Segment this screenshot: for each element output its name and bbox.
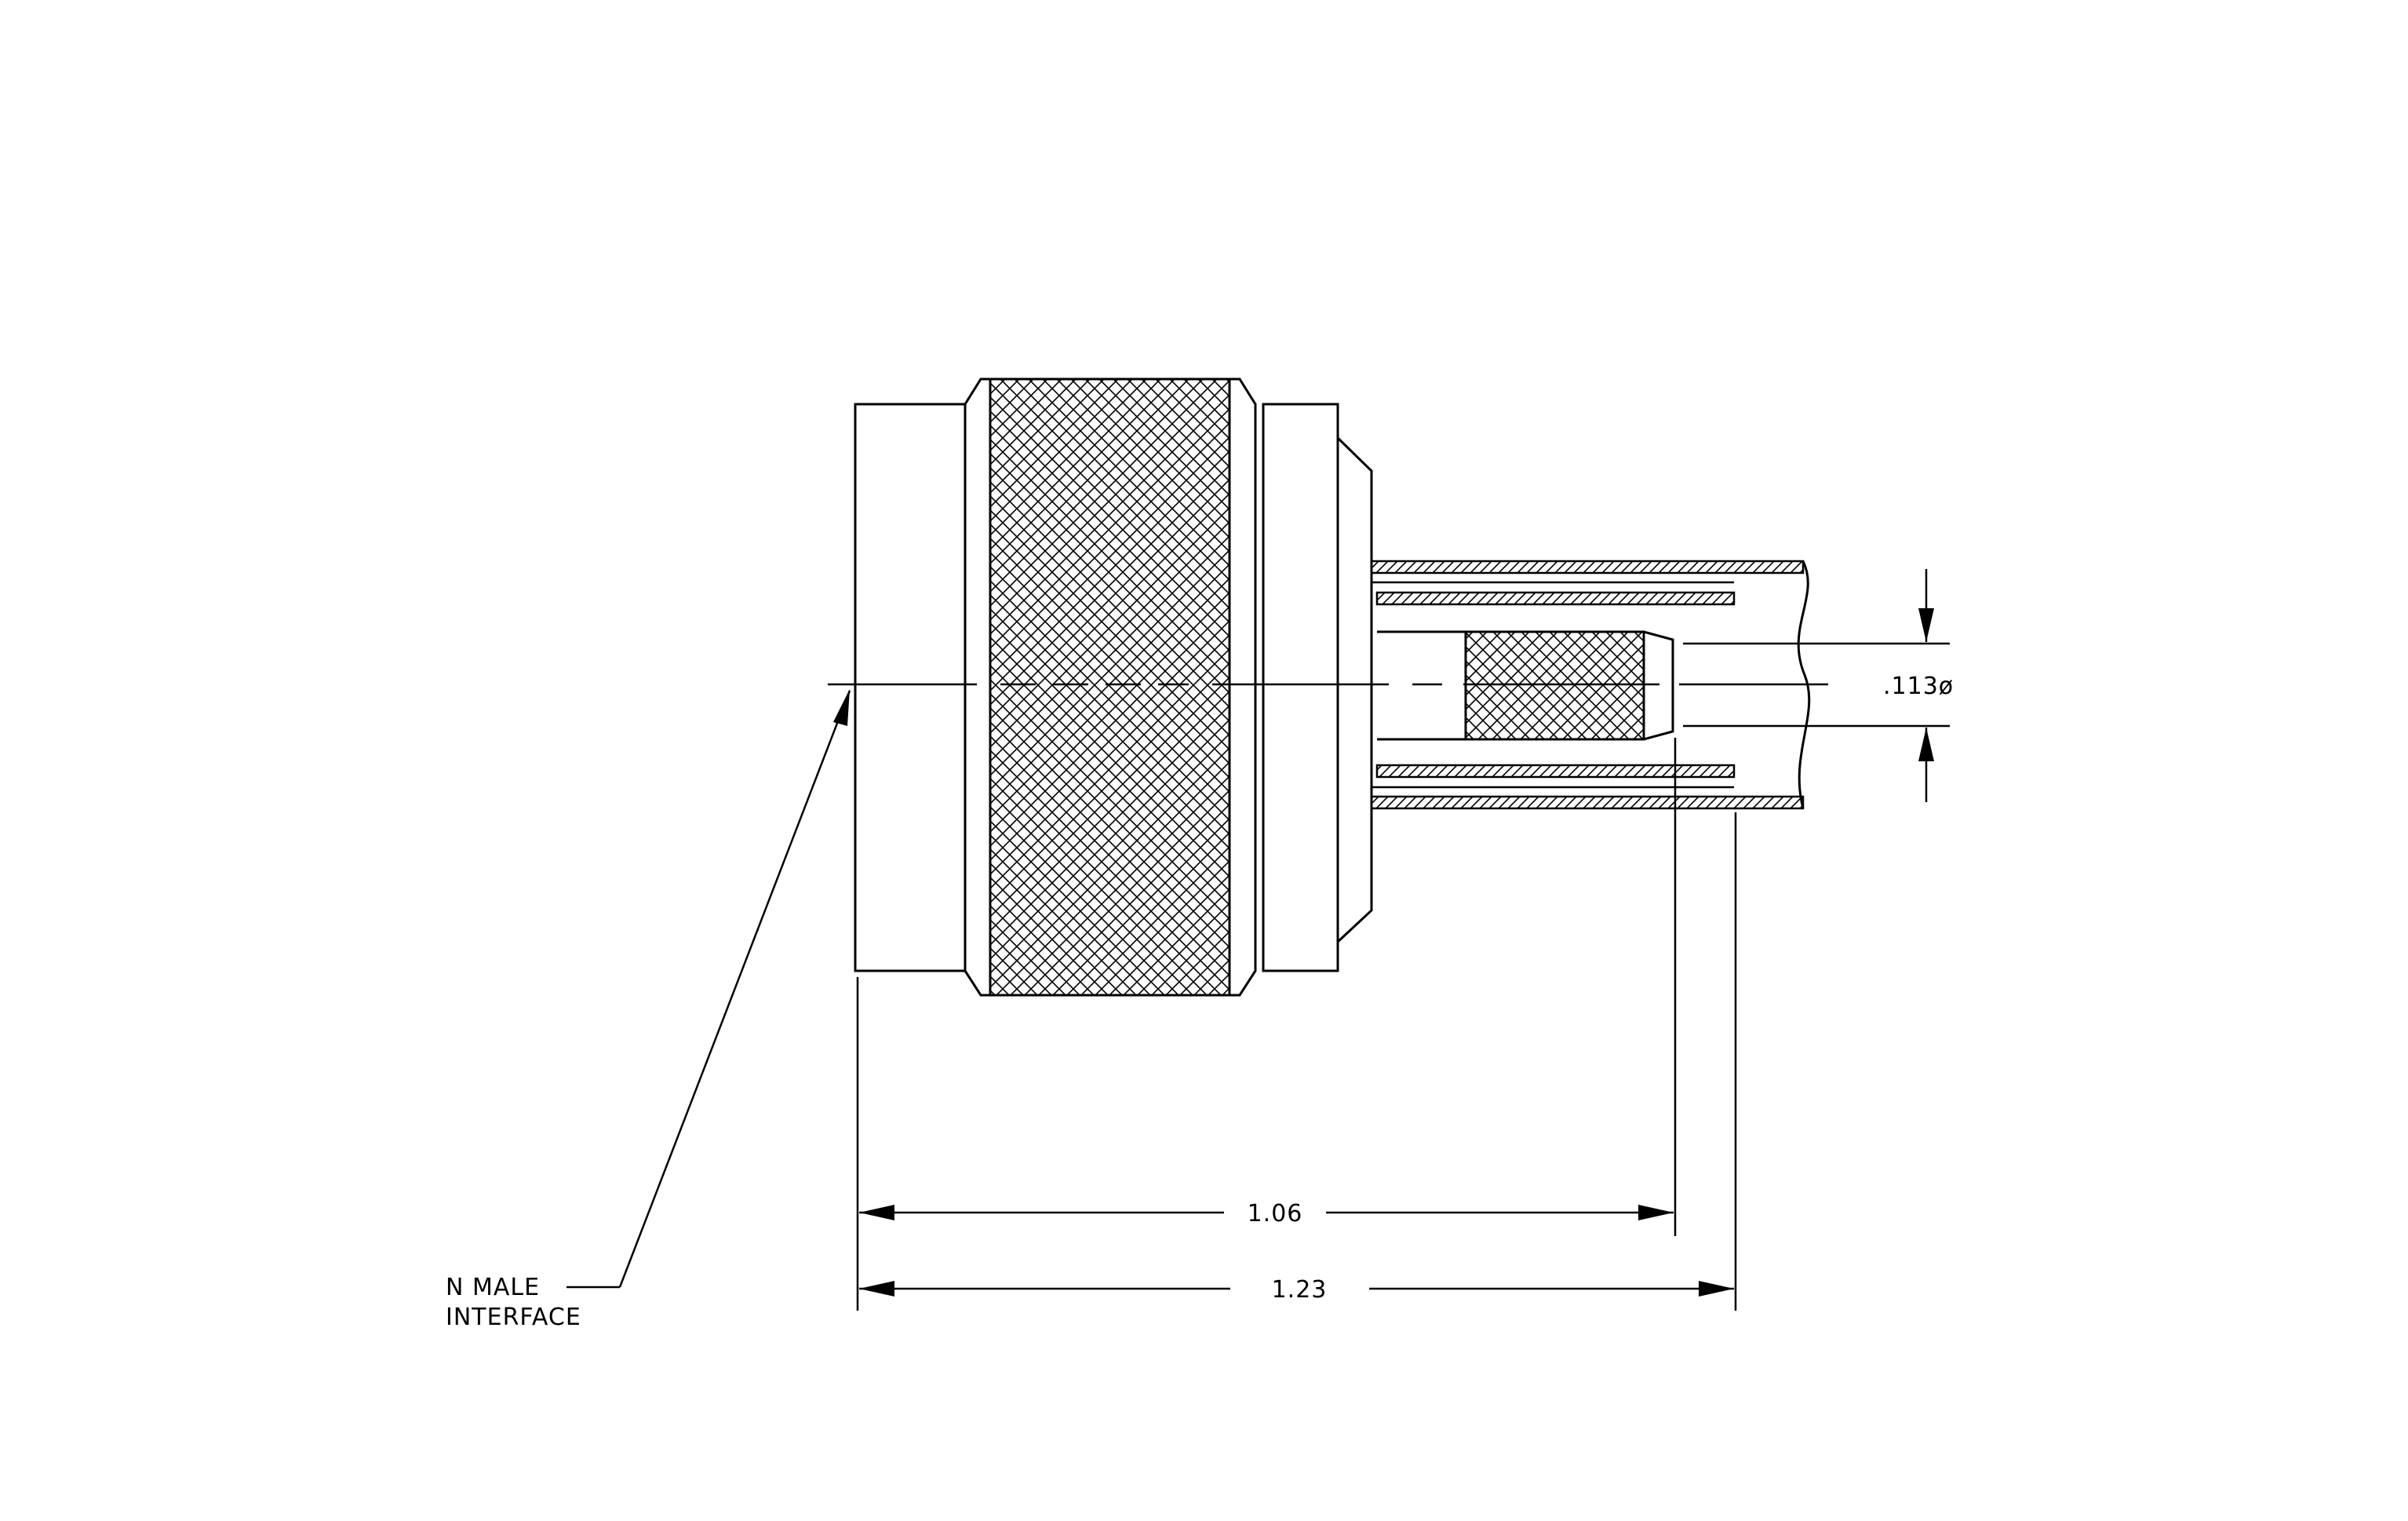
dimension-label-123: 1.23	[1272, 1276, 1328, 1304]
outer-shield-bottom	[1370, 795, 1805, 810]
connector-rear-body	[1262, 403, 1339, 972]
dimension-label-106: 1.06	[1248, 1200, 1303, 1227]
outer-shield-top	[1370, 560, 1805, 574]
interface-label-line1: N MALE	[446, 1274, 540, 1301]
connector-front-body	[854, 403, 967, 972]
center-contact-knurl	[1464, 630, 1645, 741]
diameter-label: .113ø	[1883, 673, 1954, 700]
dielectric-top	[1375, 591, 1736, 606]
interface-label-line2: INTERFACE	[446, 1304, 581, 1331]
cable-break-line	[1797, 560, 1811, 809]
rear-taper	[1336, 435, 1373, 945]
dielectric-bottom	[1375, 764, 1736, 779]
dimension-line-123	[859, 1281, 1734, 1297]
knurl-hatch	[989, 378, 1231, 997]
dimension-line-106	[859, 1205, 1674, 1220]
diameter-dimension	[1683, 569, 1950, 802]
interface-leader	[566, 689, 851, 1289]
